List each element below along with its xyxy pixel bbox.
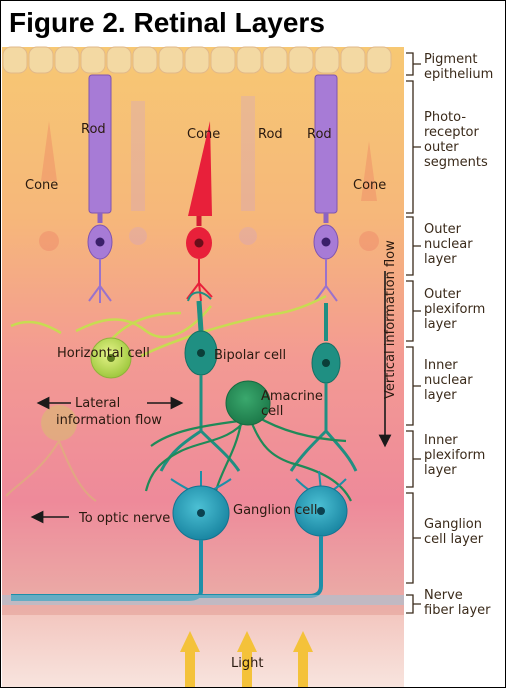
layer-label-line: Nerve bbox=[424, 588, 463, 603]
label-ganglion-cell: Ganglion cell bbox=[233, 503, 317, 518]
label-rod-right: Rod bbox=[307, 127, 332, 142]
label-optic-nerve: To optic nerve bbox=[78, 511, 170, 526]
nerve-fiber-layer bbox=[2, 595, 404, 605]
layer-label-line: outer bbox=[424, 140, 459, 155]
layer-label-line: layer bbox=[424, 463, 457, 478]
layer-label-line: receptor bbox=[424, 125, 480, 140]
layer-label-line: Inner bbox=[424, 358, 458, 373]
layer-label-line: Photo- bbox=[424, 110, 466, 125]
pigment-epithelium bbox=[3, 47, 391, 73]
layer-label-line: plexiform bbox=[424, 448, 485, 463]
label-vertical-flow: Vertical information flow bbox=[383, 240, 398, 399]
label-horizontal-cell: Horizontal cell bbox=[57, 346, 150, 361]
label-lateral-2: information flow bbox=[56, 413, 162, 428]
label-amacrine-2: cell bbox=[261, 404, 283, 419]
layer-label-line: segments bbox=[424, 155, 488, 170]
label-cone-right: Cone bbox=[353, 178, 386, 193]
layer-label-line: epithelium bbox=[424, 67, 493, 82]
layer-label-line: Inner bbox=[424, 433, 458, 448]
light-area bbox=[2, 615, 404, 687]
label-amacrine-1: Amacrine bbox=[261, 389, 323, 404]
layer-label-line: Outer bbox=[424, 287, 462, 302]
label-rod-center: Rod bbox=[258, 127, 283, 142]
layer-label-line: cell layer bbox=[424, 532, 484, 547]
label-bipolar-cell: Bipolar cell bbox=[214, 348, 286, 363]
layer-label-line: fiber layer bbox=[424, 603, 491, 618]
layer-label-line: nuclear bbox=[424, 373, 473, 388]
label-cone-center: Cone bbox=[187, 127, 220, 142]
layer-label-line: layer bbox=[424, 252, 457, 267]
label-light: Light bbox=[231, 656, 263, 671]
layer-label-line: plexiform bbox=[424, 302, 485, 317]
layer-label-line: layer bbox=[424, 388, 457, 403]
label-rod-left: Rod bbox=[81, 122, 106, 137]
label-lateral-1: Lateral bbox=[75, 396, 120, 411]
layer-label-line: Ganglion bbox=[424, 517, 482, 532]
layer-label-line: nuclear bbox=[424, 237, 473, 252]
layer-label-line: Outer bbox=[424, 222, 462, 237]
label-cone-left: Cone bbox=[25, 178, 58, 193]
layer-label-line: Pigment bbox=[424, 52, 477, 67]
layer-label-line: layer bbox=[424, 317, 457, 332]
